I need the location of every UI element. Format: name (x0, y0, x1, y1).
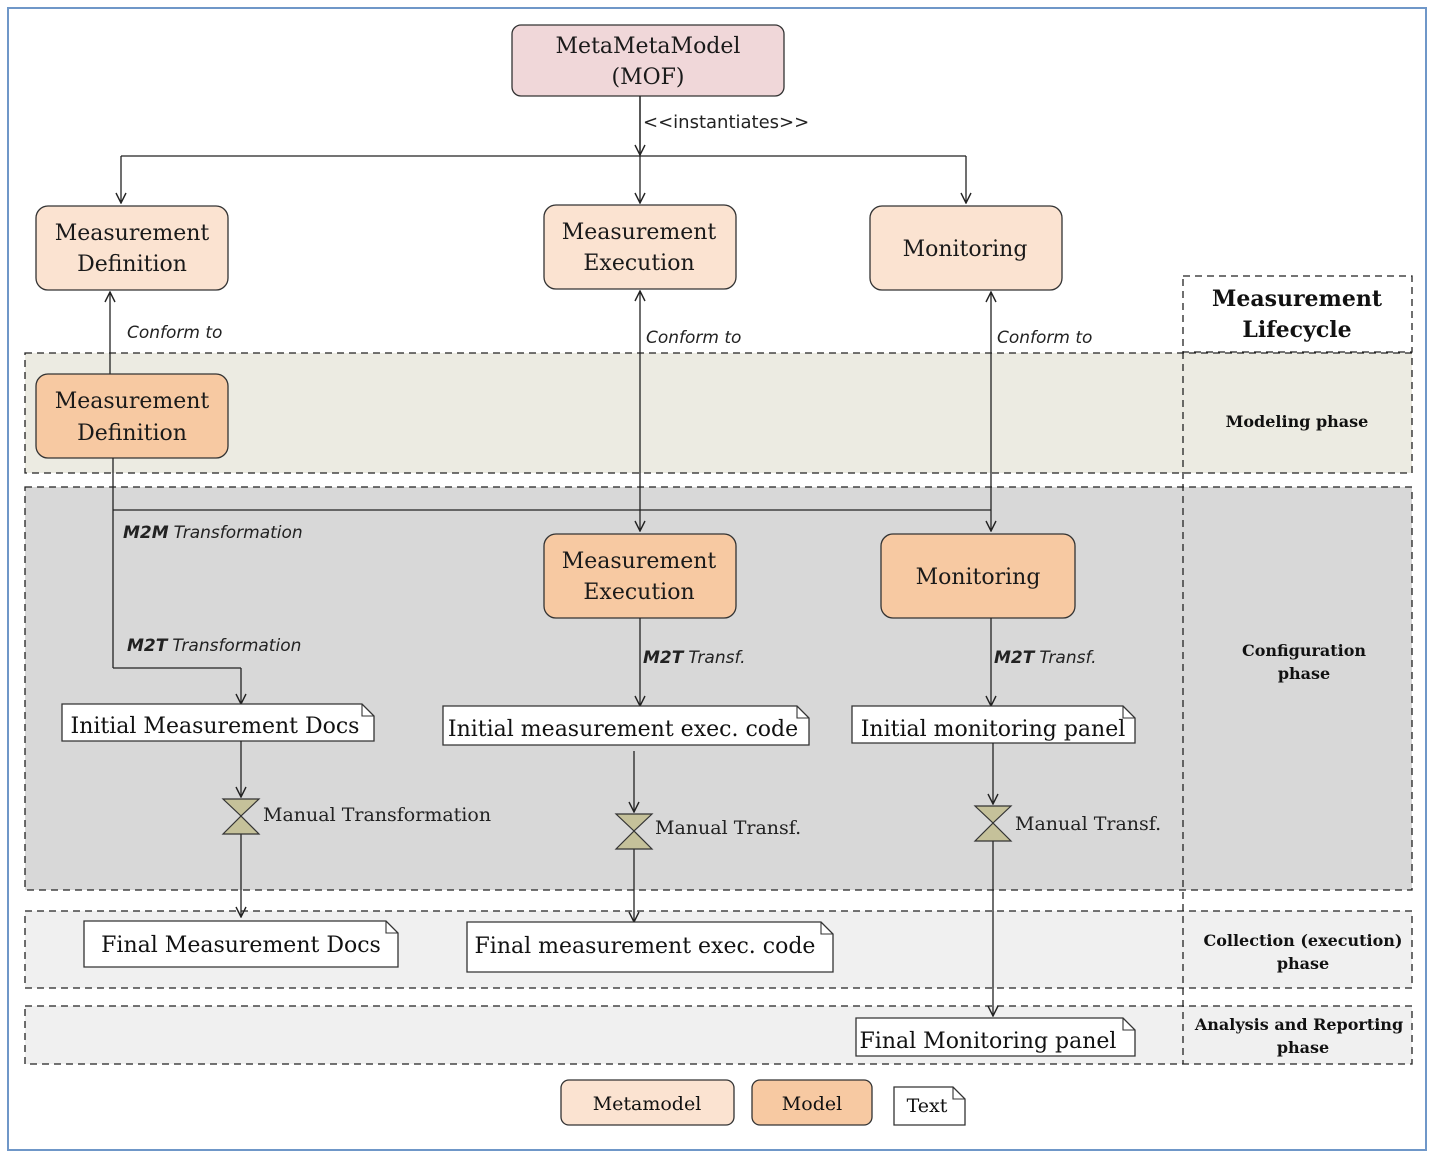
metamodel-execution-line2: Execution (583, 251, 694, 276)
instantiates-connectors (121, 96, 966, 203)
metamodel-monitoring-box (869, 205, 1063, 291)
model-execution-line2: Execution (583, 580, 694, 605)
doc-initial-panel-label: Initial monitoring panel (861, 717, 1126, 742)
doc-final-docs-label: Final Measurement Docs (101, 933, 381, 958)
model-execution-line1: Measurement (562, 549, 717, 574)
doc-initial-panel: Initial monitoring panel (851, 705, 1136, 744)
conform-to-label-execution: Conform to (646, 328, 741, 348)
collection-phase-label-line2: phase (1277, 954, 1329, 973)
modeling-phase-band (24, 352, 1413, 474)
doc-final-code-label: Final measurement exec. code (475, 934, 816, 959)
doc-initial-code: Initial measurement exec. code (442, 705, 810, 746)
model-monitoring-box (880, 533, 1076, 619)
lifecycle-title-line1: Measurement (1212, 286, 1383, 312)
m2t-bold-monitoring: M2T (994, 648, 1036, 668)
metamodel-execution-box (543, 204, 737, 290)
manual-transf-label-execution: Manual Transf. (655, 817, 801, 839)
m2t-connectors (640, 618, 991, 706)
m2t-rest-definition: Transformation (172, 636, 301, 656)
legend-text-label: Text (907, 1095, 948, 1117)
configuration-phase-label-line2: phase (1278, 664, 1330, 683)
doc-final-panel-label: Final Monitoring panel (860, 1029, 1117, 1054)
doc-initial-docs: Initial Measurement Docs (61, 703, 375, 742)
model-definition-line2: Definition (77, 421, 187, 446)
doc-initial-code-label: Initial measurement exec. code (448, 717, 798, 742)
conform-to-label-monitoring: Conform to (997, 328, 1092, 348)
metamodel-definition-line1: Measurement (55, 221, 210, 246)
doc-final-code: Final measurement exec. code (466, 921, 834, 973)
metamodel-execution-line1: Measurement (562, 220, 717, 245)
manual-connectors (241, 741, 993, 1016)
legend: Metamodel Model Text (560, 1079, 966, 1126)
instantiates-label: <<instantiates>> (643, 112, 809, 133)
mof-box (511, 24, 785, 97)
m2t-bold-execution: M2T (643, 648, 685, 668)
lifecycle-header-box (1182, 275, 1413, 353)
metamodel-monitoring-label: Monitoring (903, 237, 1028, 262)
hourglass-icon (614, 813, 654, 850)
mof-label-line1: MetaMetaModel (556, 34, 741, 59)
legend-metamodel-swatch (560, 1079, 735, 1126)
manual-transformation-label: Manual Transformation (263, 804, 491, 826)
legend-text-swatch (893, 1086, 966, 1126)
legend-metamodel-label: Metamodel (593, 1093, 702, 1115)
doc-final-docs: Final Measurement Docs (83, 920, 399, 968)
conform-to-connectors (110, 291, 991, 531)
m2t-bold-definition: M2T (127, 636, 169, 656)
doc-initial-docs-label: Initial Measurement Docs (71, 714, 360, 739)
mof-label-line2: (MOF) (612, 65, 685, 90)
hourglass-icon (973, 805, 1013, 842)
metamodel-definition-line2: Definition (77, 252, 187, 277)
legend-model-swatch (751, 1079, 873, 1126)
m2t-short-monitoring: Transf. (1039, 648, 1096, 668)
analysis-phase-band (24, 1005, 1413, 1065)
collection-phase-label-line1: Collection (execution) (1203, 931, 1402, 950)
analysis-phase-label-line1: Analysis and Reporting (1194, 1015, 1403, 1034)
model-definition-line1: Measurement (55, 389, 210, 414)
conform-to-label-definition: Conform to (127, 323, 222, 343)
m2m-bold: M2M (123, 523, 169, 543)
hourglass-icon (221, 798, 261, 835)
analysis-phase-label-line2: phase (1277, 1038, 1329, 1057)
modeling-phase-label: Modeling phase (1226, 412, 1369, 431)
m2t-short-execution: Transf. (688, 648, 745, 668)
configuration-phase-label-line1: Configuration (1242, 641, 1366, 660)
legend-text-fold (952, 1087, 965, 1100)
metamodel-definition-box (35, 205, 229, 291)
model-definition-box (35, 373, 229, 459)
doc-final-panel: Final Monitoring panel (855, 1017, 1136, 1057)
legend-model-label: Model (782, 1093, 842, 1115)
m2m-rest: Transformation (174, 523, 303, 543)
m2m-connectors (112, 458, 991, 704)
model-execution-box (543, 533, 737, 619)
manual-transf-label-monitoring: Manual Transf. (1015, 813, 1161, 835)
lifecycle-title-line2: Lifecycle (1242, 317, 1351, 343)
model-monitoring-label: Monitoring (916, 565, 1041, 590)
